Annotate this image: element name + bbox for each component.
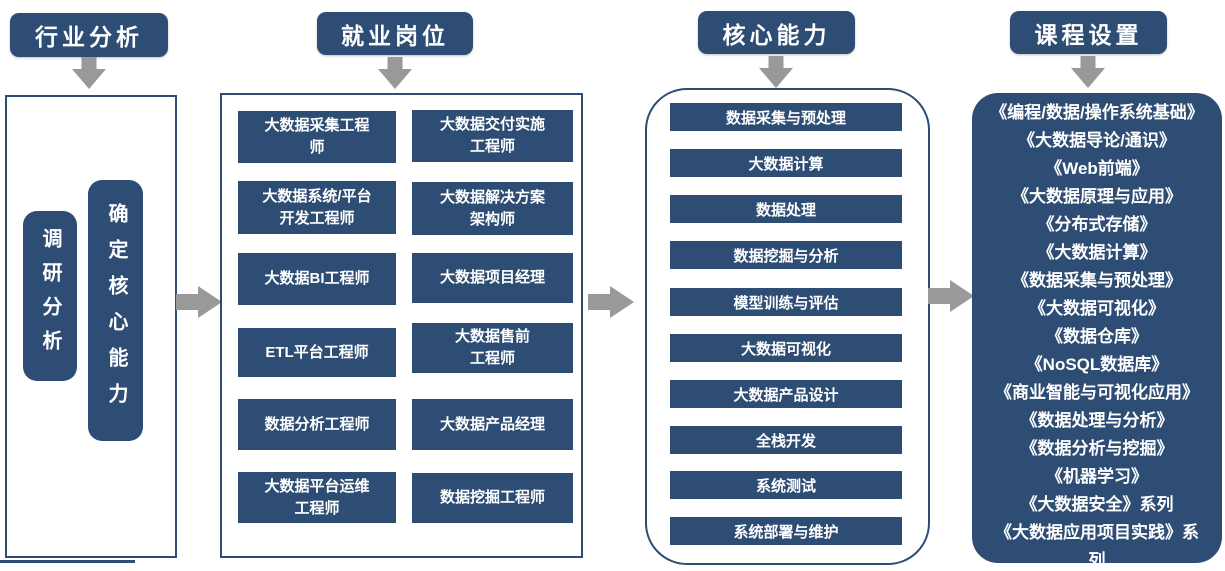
header-courses: 课程设置: [1010, 11, 1167, 54]
bottom-left-line: [0, 560, 135, 563]
job-item: 大数据采集工程 师: [238, 111, 396, 163]
job-item: 大数据解决方案 架构师: [412, 182, 573, 235]
course-item: 《商业智能与可视化应用》: [995, 383, 1199, 402]
course-item: 《大数据计算》: [1037, 243, 1157, 262]
down-arrow-icon: [378, 57, 412, 89]
course-item: 《数据采集与预处理》: [1012, 271, 1182, 290]
job-item: 大数据系统/平台 开发工程师: [238, 181, 396, 234]
right-arrow-icon: [588, 286, 634, 318]
job-item: 大数据产品经理: [412, 399, 573, 450]
research-analysis-pill: 调研分析: [23, 211, 77, 381]
course-item: 《机器学习》: [1046, 467, 1148, 486]
course-item: 《数据分析与挖掘》: [1020, 439, 1174, 458]
job-item: 大数据BI工程师: [238, 253, 396, 305]
courses-list: 《编程/数据/操作系统基础》 《大数据导论/通识》 《Web前端》 《大数据原理…: [972, 93, 1222, 571]
header-industry-analysis: 行业分析: [10, 13, 168, 57]
core-ability-pill: 确定核心能力: [88, 180, 143, 441]
skill-item: 模型训练与评估: [670, 288, 902, 316]
skill-item: 大数据可视化: [670, 334, 902, 362]
course-item: 《大数据安全》系列: [1020, 495, 1174, 514]
course-item: 《数据处理与分析》: [1020, 411, 1174, 430]
course-item: 《大数据导论/通识》: [1018, 131, 1176, 150]
right-arrow-icon: [928, 280, 974, 312]
job-item: 大数据平台运维 工程师: [238, 472, 396, 523]
course-item: 《NoSQL数据库》: [1025, 355, 1169, 374]
skill-item: 大数据产品设计: [670, 380, 902, 408]
course-item: 《大数据原理与应用》: [1012, 187, 1182, 206]
job-item: 大数据售前 工程师: [412, 323, 573, 373]
down-arrow-icon: [72, 57, 106, 89]
job-item: 数据挖掘工程师: [412, 473, 573, 523]
job-item: ETL平台工程师: [238, 328, 396, 377]
right-arrow-icon: [176, 286, 222, 318]
course-item: 《分布式存储》: [1037, 215, 1157, 234]
course-item: 《数据仓库》: [1046, 327, 1148, 346]
skill-item: 数据挖掘与分析: [670, 241, 902, 269]
down-arrow-icon: [759, 56, 793, 88]
job-item: 大数据交付实施 工程师: [412, 110, 573, 162]
skill-item: 全栈开发: [670, 426, 902, 454]
down-arrow-icon: [1071, 56, 1105, 88]
job-item: 数据分析工程师: [238, 399, 396, 450]
skill-item: 系统部署与维护: [670, 517, 902, 545]
course-item: 《Web前端》: [1045, 159, 1149, 178]
skill-item: 数据处理: [670, 195, 902, 223]
skill-item: 数据采集与预处理: [670, 103, 902, 131]
header-core-skills: 核心能力: [698, 11, 855, 54]
course-item: 《大数据可视化》: [1029, 299, 1165, 318]
skill-item: 大数据计算: [670, 149, 902, 177]
header-jobs: 就业岗位: [317, 12, 473, 55]
job-item: 大数据项目经理: [412, 253, 573, 303]
skill-item: 系统测试: [670, 471, 902, 499]
course-item: 《编程/数据/操作系统基础》: [990, 103, 1204, 122]
courses-panel: [972, 93, 1222, 563]
course-item: 《大数据应用项目实践》系 列: [995, 523, 1199, 570]
